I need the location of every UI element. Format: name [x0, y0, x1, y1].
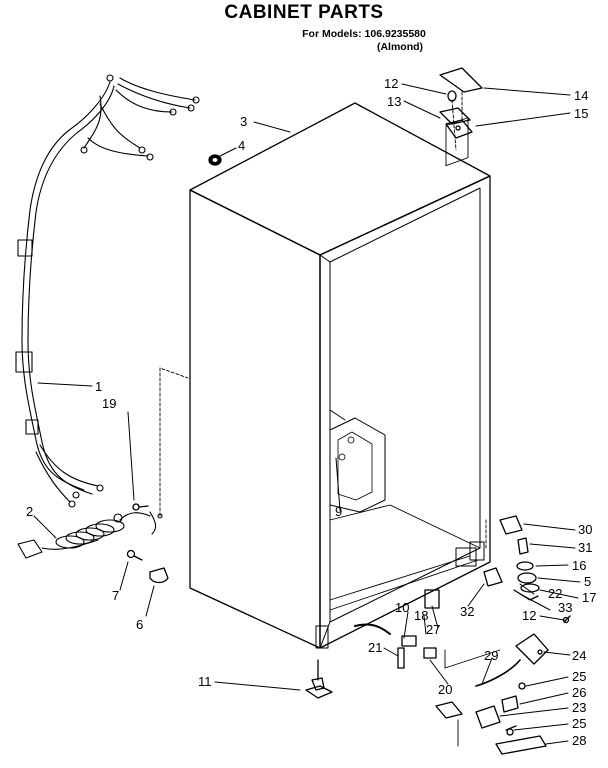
leveling-leg [305, 659, 333, 699]
callout-27: 27 [426, 622, 440, 637]
callout-24: 24 [572, 648, 586, 663]
callout-22: 22 [548, 586, 562, 601]
callout-25-upper: 25 [572, 669, 586, 684]
clamp [149, 567, 169, 584]
callout-29: 29 [484, 648, 498, 663]
callout-12-top: 12 [384, 76, 398, 91]
callout-16: 16 [572, 558, 586, 573]
page-title: CABINET PARTS [224, 2, 384, 23]
model-color: (Almond) [376, 41, 424, 53]
callout-30: 30 [578, 522, 592, 537]
callout-5: 5 [584, 574, 591, 589]
callout-10: 10 [395, 600, 409, 615]
kick-plate-parts [354, 589, 547, 755]
callout-20: 20 [438, 682, 452, 697]
callout-21: 21 [368, 640, 382, 655]
callout-13: 13 [387, 94, 401, 109]
callout-3: 3 [240, 114, 247, 129]
callout-2: 2 [26, 504, 33, 519]
callout-25-lower: 25 [572, 716, 586, 731]
callout-4: 4 [238, 138, 245, 153]
grommet [208, 154, 222, 166]
callout-18: 18 [414, 608, 428, 623]
callout-14: 14 [574, 88, 588, 103]
callout-17: 17 [582, 590, 596, 605]
top-hinge-assembly [439, 67, 483, 151]
cabinet-body [189, 102, 491, 649]
callout-6: 6 [136, 617, 143, 632]
callout-32: 32 [460, 604, 474, 619]
callout-23: 23 [572, 700, 586, 715]
callout-11: 11 [198, 674, 212, 689]
callout-9: 9 [335, 504, 342, 519]
screw-7 [126, 549, 143, 561]
bottom-hinge-assembly [483, 515, 571, 665]
callout-numbers: 1 2 3 4 5 6 7 9 10 11 12 12 13 14 15 16 … [26, 76, 596, 748]
leader-lines [33, 83, 581, 745]
model-number: For Models: 106.9235580 [302, 28, 426, 40]
callout-12-bottom: 12 [522, 608, 536, 623]
screw-19 [132, 503, 149, 511]
callout-7: 7 [112, 588, 119, 603]
callout-1: 1 [95, 379, 102, 394]
callout-31: 31 [578, 540, 592, 555]
callout-19: 19 [102, 396, 116, 411]
callout-28: 28 [572, 733, 586, 748]
power-cord [17, 511, 163, 559]
callout-15: 15 [574, 106, 588, 121]
callout-33: 33 [558, 600, 572, 615]
callout-26: 26 [572, 685, 586, 700]
ground-wire-path [159, 367, 189, 517]
wire-harness [15, 74, 200, 508]
